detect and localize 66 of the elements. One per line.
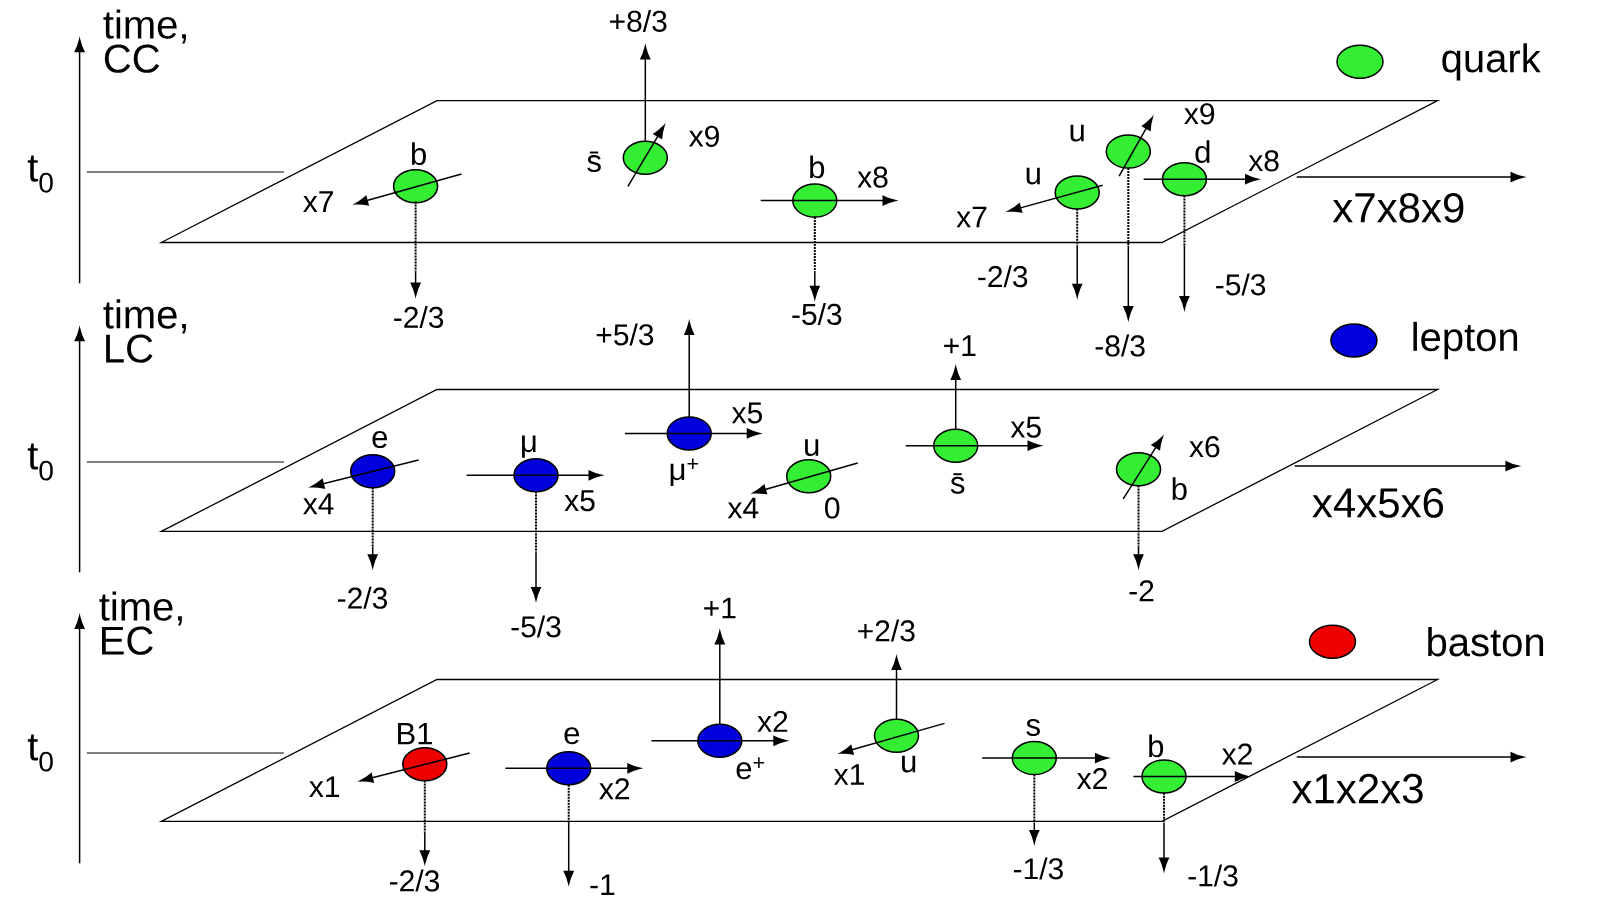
- direction-label: x2: [599, 778, 630, 800]
- charge-label: -5/3: [511, 615, 561, 638]
- direction-label: x7: [303, 191, 333, 212]
- charge-label: +1: [944, 335, 976, 356]
- particle-label: b: [1149, 734, 1164, 758]
- charge-label: -2: [1129, 580, 1154, 602]
- charge-label: -8/3: [1095, 334, 1145, 357]
- charge-label: +1: [704, 597, 736, 619]
- charge-label: -5/3: [792, 303, 842, 325]
- particle-label: u: [902, 755, 916, 773]
- particle-label: e: [372, 431, 388, 449]
- particle-label: μ$^{+}$: [670, 458, 699, 486]
- direction-label: x2: [1222, 743, 1252, 765]
- particle-label: μ: [522, 435, 536, 458]
- particle-label: e$^{+}$: [736, 757, 765, 780]
- particle-label: e: [564, 727, 580, 745]
- axis-label: time, CC: [103, 9, 186, 73]
- charge-label: -1/3: [1188, 864, 1238, 887]
- particle-label: b: [810, 155, 825, 179]
- direction-label: x2: [757, 710, 788, 732]
- charge-label: -1: [590, 874, 615, 895]
- particle-label: u: [1026, 167, 1040, 185]
- particle-label: B1: [398, 722, 432, 745]
- direction-label: x5: [731, 402, 762, 424]
- particle-label: u: [805, 439, 819, 457]
- time-label: t$_{0}$: [27, 155, 53, 193]
- direction-label: x7: [956, 206, 987, 228]
- charge-label: +2/3: [858, 619, 915, 642]
- charge-label: 0: [825, 497, 840, 519]
- charge-label: -2/3: [978, 265, 1028, 288]
- direction-label: x6: [1189, 436, 1220, 458]
- axis-label: x1x2x3: [1291, 773, 1423, 804]
- legend-label: quark: [1442, 43, 1541, 81]
- legend-label: baston: [1428, 627, 1544, 657]
- time-label: t$_{0}$: [27, 734, 53, 772]
- direction-label: x1: [309, 776, 340, 797]
- particle-label: s̄: [587, 151, 601, 173]
- particle-label: b: [412, 142, 426, 166]
- axis-label: x4x5x6: [1312, 488, 1444, 518]
- legend-label: lepton: [1413, 321, 1518, 360]
- charge-label: -1/3: [1013, 857, 1063, 880]
- direction-label: x5: [564, 490, 595, 512]
- direction-label: x4: [303, 493, 334, 515]
- particle-label: d: [1195, 140, 1210, 163]
- direction-label: x8: [857, 166, 888, 188]
- axis-label: time, LC: [103, 299, 186, 363]
- direction-label: x9: [1184, 103, 1215, 125]
- charge-label: -2/3: [338, 586, 388, 609]
- charge-label: +5/3: [596, 323, 654, 346]
- charge-label: -2/3: [390, 869, 440, 892]
- charge-label: +8/3: [610, 9, 667, 32]
- direction-label: x8: [1248, 150, 1279, 172]
- charge-label: -5/3: [1216, 273, 1266, 296]
- particle-label: u: [1070, 124, 1084, 142]
- particle-label: s: [1026, 719, 1040, 736]
- direction-label: x9: [689, 125, 719, 147]
- time-label: t$_{0}$: [27, 443, 53, 481]
- axis-label: x7x8x9: [1332, 192, 1464, 223]
- direction-label: x4: [727, 497, 759, 519]
- direction-label: x5: [1010, 416, 1041, 438]
- axis-label: time, EC: [99, 591, 182, 655]
- direction-label: x2: [1077, 768, 1107, 789]
- particle-label: s̄: [950, 473, 965, 494]
- particle-label: b: [1172, 477, 1187, 500]
- charge-label: -2/3: [394, 306, 444, 328]
- direction-label: x1: [834, 764, 864, 785]
